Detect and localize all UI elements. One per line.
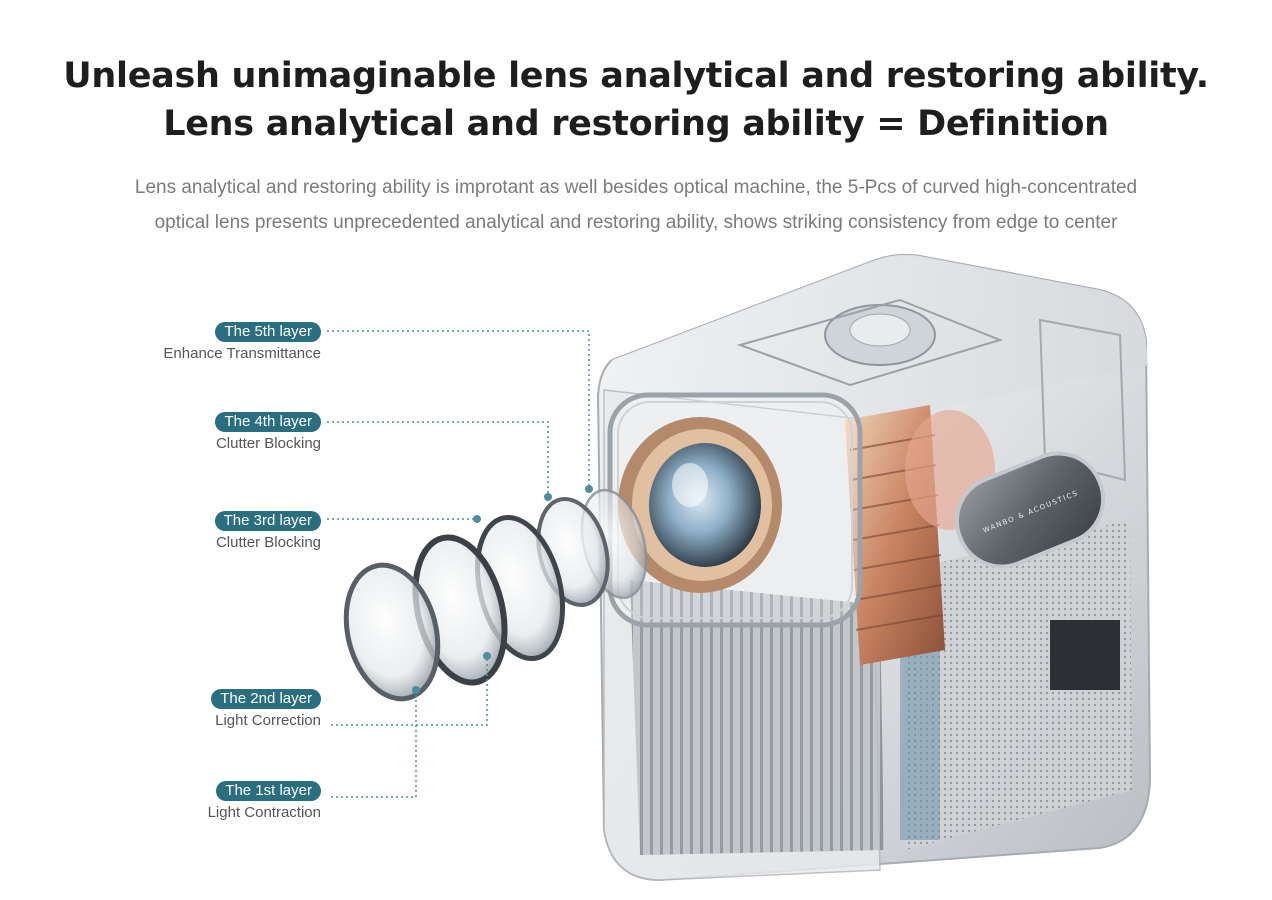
layer-callout-5: The 5th layer Enhance Transmittance — [163, 322, 321, 364]
headline-line-2: Lens analytical and restoring ability = … — [163, 104, 1109, 144]
leader-line-4 — [327, 421, 549, 496]
page-description: Lens analytical and restoring ability is… — [0, 170, 1272, 240]
leader-line-5 — [327, 330, 590, 488]
lens-stack — [343, 488, 648, 702]
layer-caption-5: Enhance Transmittance — [163, 345, 321, 362]
layer-caption-3: Clutter Blocking — [215, 534, 321, 551]
layer-callout-1: The 1st layer Light Contraction — [208, 781, 321, 823]
layer-badge-4: The 4th layer — [215, 412, 321, 432]
description-line-2: optical lens presents unprecedented anal… — [154, 212, 1118, 233]
layer-badge-3: The 3rd layer — [214, 511, 321, 531]
lens-element-1 — [343, 562, 441, 702]
leader-line-2 — [331, 656, 488, 726]
leader-dot-3 — [473, 515, 481, 523]
projection-lens — [618, 417, 782, 593]
layer-badge-5: The 5th layer — [215, 322, 321, 342]
layer-callout-2: The 2nd layer Light Correction — [211, 689, 321, 731]
leader-dot-4 — [544, 493, 552, 501]
leader-dot-1 — [412, 686, 420, 694]
leader-dots — [412, 485, 593, 694]
layer-callout-3: The 3rd layer Clutter Blocking — [214, 511, 321, 553]
headline-line-1: Unleash unimaginable lens analytical and… — [63, 56, 1209, 96]
projector-body: WANBO & ACOUSTICS — [596, 253, 1152, 882]
leader-dot-2 — [483, 652, 491, 660]
layer-caption-4: Clutter Blocking — [215, 435, 321, 452]
description-line-1: Lens analytical and restoring ability is… — [134, 177, 1138, 198]
layer-callout-4: The 4th layer Clutter Blocking — [215, 412, 321, 454]
layer-badge-2: The 2nd layer — [211, 689, 321, 709]
leader-lines — [327, 330, 590, 798]
leader-dot-5 — [585, 485, 593, 493]
layer-caption-1: Light Contraction — [207, 804, 321, 821]
page-headline: Unleash unimaginable lens analytical and… — [0, 52, 1272, 148]
leader-line-1 — [331, 690, 417, 798]
layer-caption-2: Light Correction — [215, 712, 321, 729]
speaker-plate: WANBO & ACOUSTICS — [954, 451, 1106, 569]
layer-badge-1: The 1st layer — [216, 781, 321, 801]
